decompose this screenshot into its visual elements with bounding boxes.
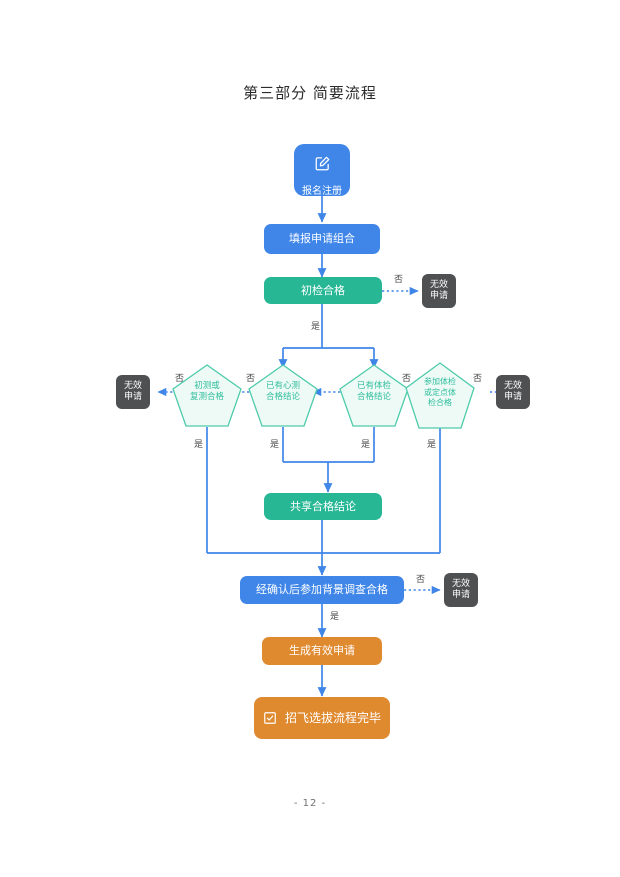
- decision-medical-exam[interactable]: 参加体检 或定点体 检合格: [405, 362, 475, 429]
- edge-label-no-medical-exam: 否: [473, 374, 483, 384]
- edge-label-no-initial-check: 否: [394, 275, 404, 285]
- decision-psych-test[interactable]: 初测或 复测合格: [172, 364, 242, 427]
- edge-label-yes-psych-result: 是: [270, 440, 280, 450]
- node-invalid-application-3-label: 无效 申请: [503, 380, 522, 402]
- node-background-check-label: 经确认后参加背景调查合格: [256, 583, 388, 597]
- node-process-complete[interactable]: 招飞选拔流程完毕: [254, 697, 390, 739]
- edge-label-no-psych-test: 否: [175, 374, 185, 384]
- edit-square-icon: [314, 145, 331, 182]
- node-invalid-application-3[interactable]: 无效 申请: [496, 375, 530, 409]
- node-background-check[interactable]: 经确认后参加背景调查合格: [240, 576, 404, 604]
- edge-label-no-medical-result: 否: [402, 374, 412, 384]
- node-register-label: 报名注册: [302, 186, 342, 198]
- edge-label-yes-medical-exam: 是: [427, 440, 437, 450]
- page-title: 第三部分 简要流程: [243, 84, 377, 102]
- node-invalid-application-2[interactable]: 无效 申请: [116, 375, 150, 409]
- decision-medical-result-label: 已有体检 合格结论: [356, 380, 391, 402]
- decision-psych-result[interactable]: 已有心测 合格结论: [248, 364, 318, 427]
- decision-medical-result[interactable]: 已有体检 合格结论: [339, 364, 409, 427]
- decision-psych-test-label: 初测或 复测合格: [189, 380, 224, 402]
- edge-label-no-psych-result: 否: [246, 374, 256, 384]
- node-register[interactable]: 报名注册: [294, 144, 350, 198]
- edge-label-yes-background-check: 是: [330, 612, 340, 622]
- node-invalid-application-1[interactable]: 无效 申请: [422, 274, 456, 308]
- node-initial-check-label: 初检合格: [301, 283, 345, 297]
- node-generate-application-label: 生成有效申请: [289, 644, 355, 658]
- checkbox-checked-icon: [263, 699, 277, 737]
- node-apply-combo-label: 填报申请组合: [289, 232, 355, 246]
- node-share-result-label: 共享合格结论: [290, 499, 356, 513]
- node-apply-combo[interactable]: 填报申请组合: [264, 224, 380, 254]
- edge-label-yes-medical-result: 是: [361, 440, 371, 450]
- node-share-result[interactable]: 共享合格结论: [264, 493, 382, 520]
- node-invalid-application-4[interactable]: 无效 申请: [444, 573, 478, 607]
- node-invalid-application-1-label: 无效 申请: [429, 279, 448, 301]
- edge-label-no-background-check: 否: [416, 575, 426, 585]
- edge-label-yes-initial-check: 是: [311, 322, 321, 332]
- decision-medical-exam-label: 参加体检 或定点体 检合格: [424, 377, 456, 408]
- node-invalid-application-2-label: 无效 申请: [123, 380, 142, 402]
- node-process-complete-label: 招飞选拔流程完毕: [284, 710, 381, 725]
- node-invalid-application-4-label: 无效 申请: [451, 578, 470, 600]
- page-footer: - 12 -: [293, 798, 327, 809]
- decision-psych-result-label: 已有心测 合格结论: [265, 380, 300, 402]
- node-initial-check[interactable]: 初检合格: [264, 277, 382, 304]
- edge-label-yes-psych-test: 是: [194, 440, 204, 450]
- node-generate-application[interactable]: 生成有效申请: [262, 637, 382, 665]
